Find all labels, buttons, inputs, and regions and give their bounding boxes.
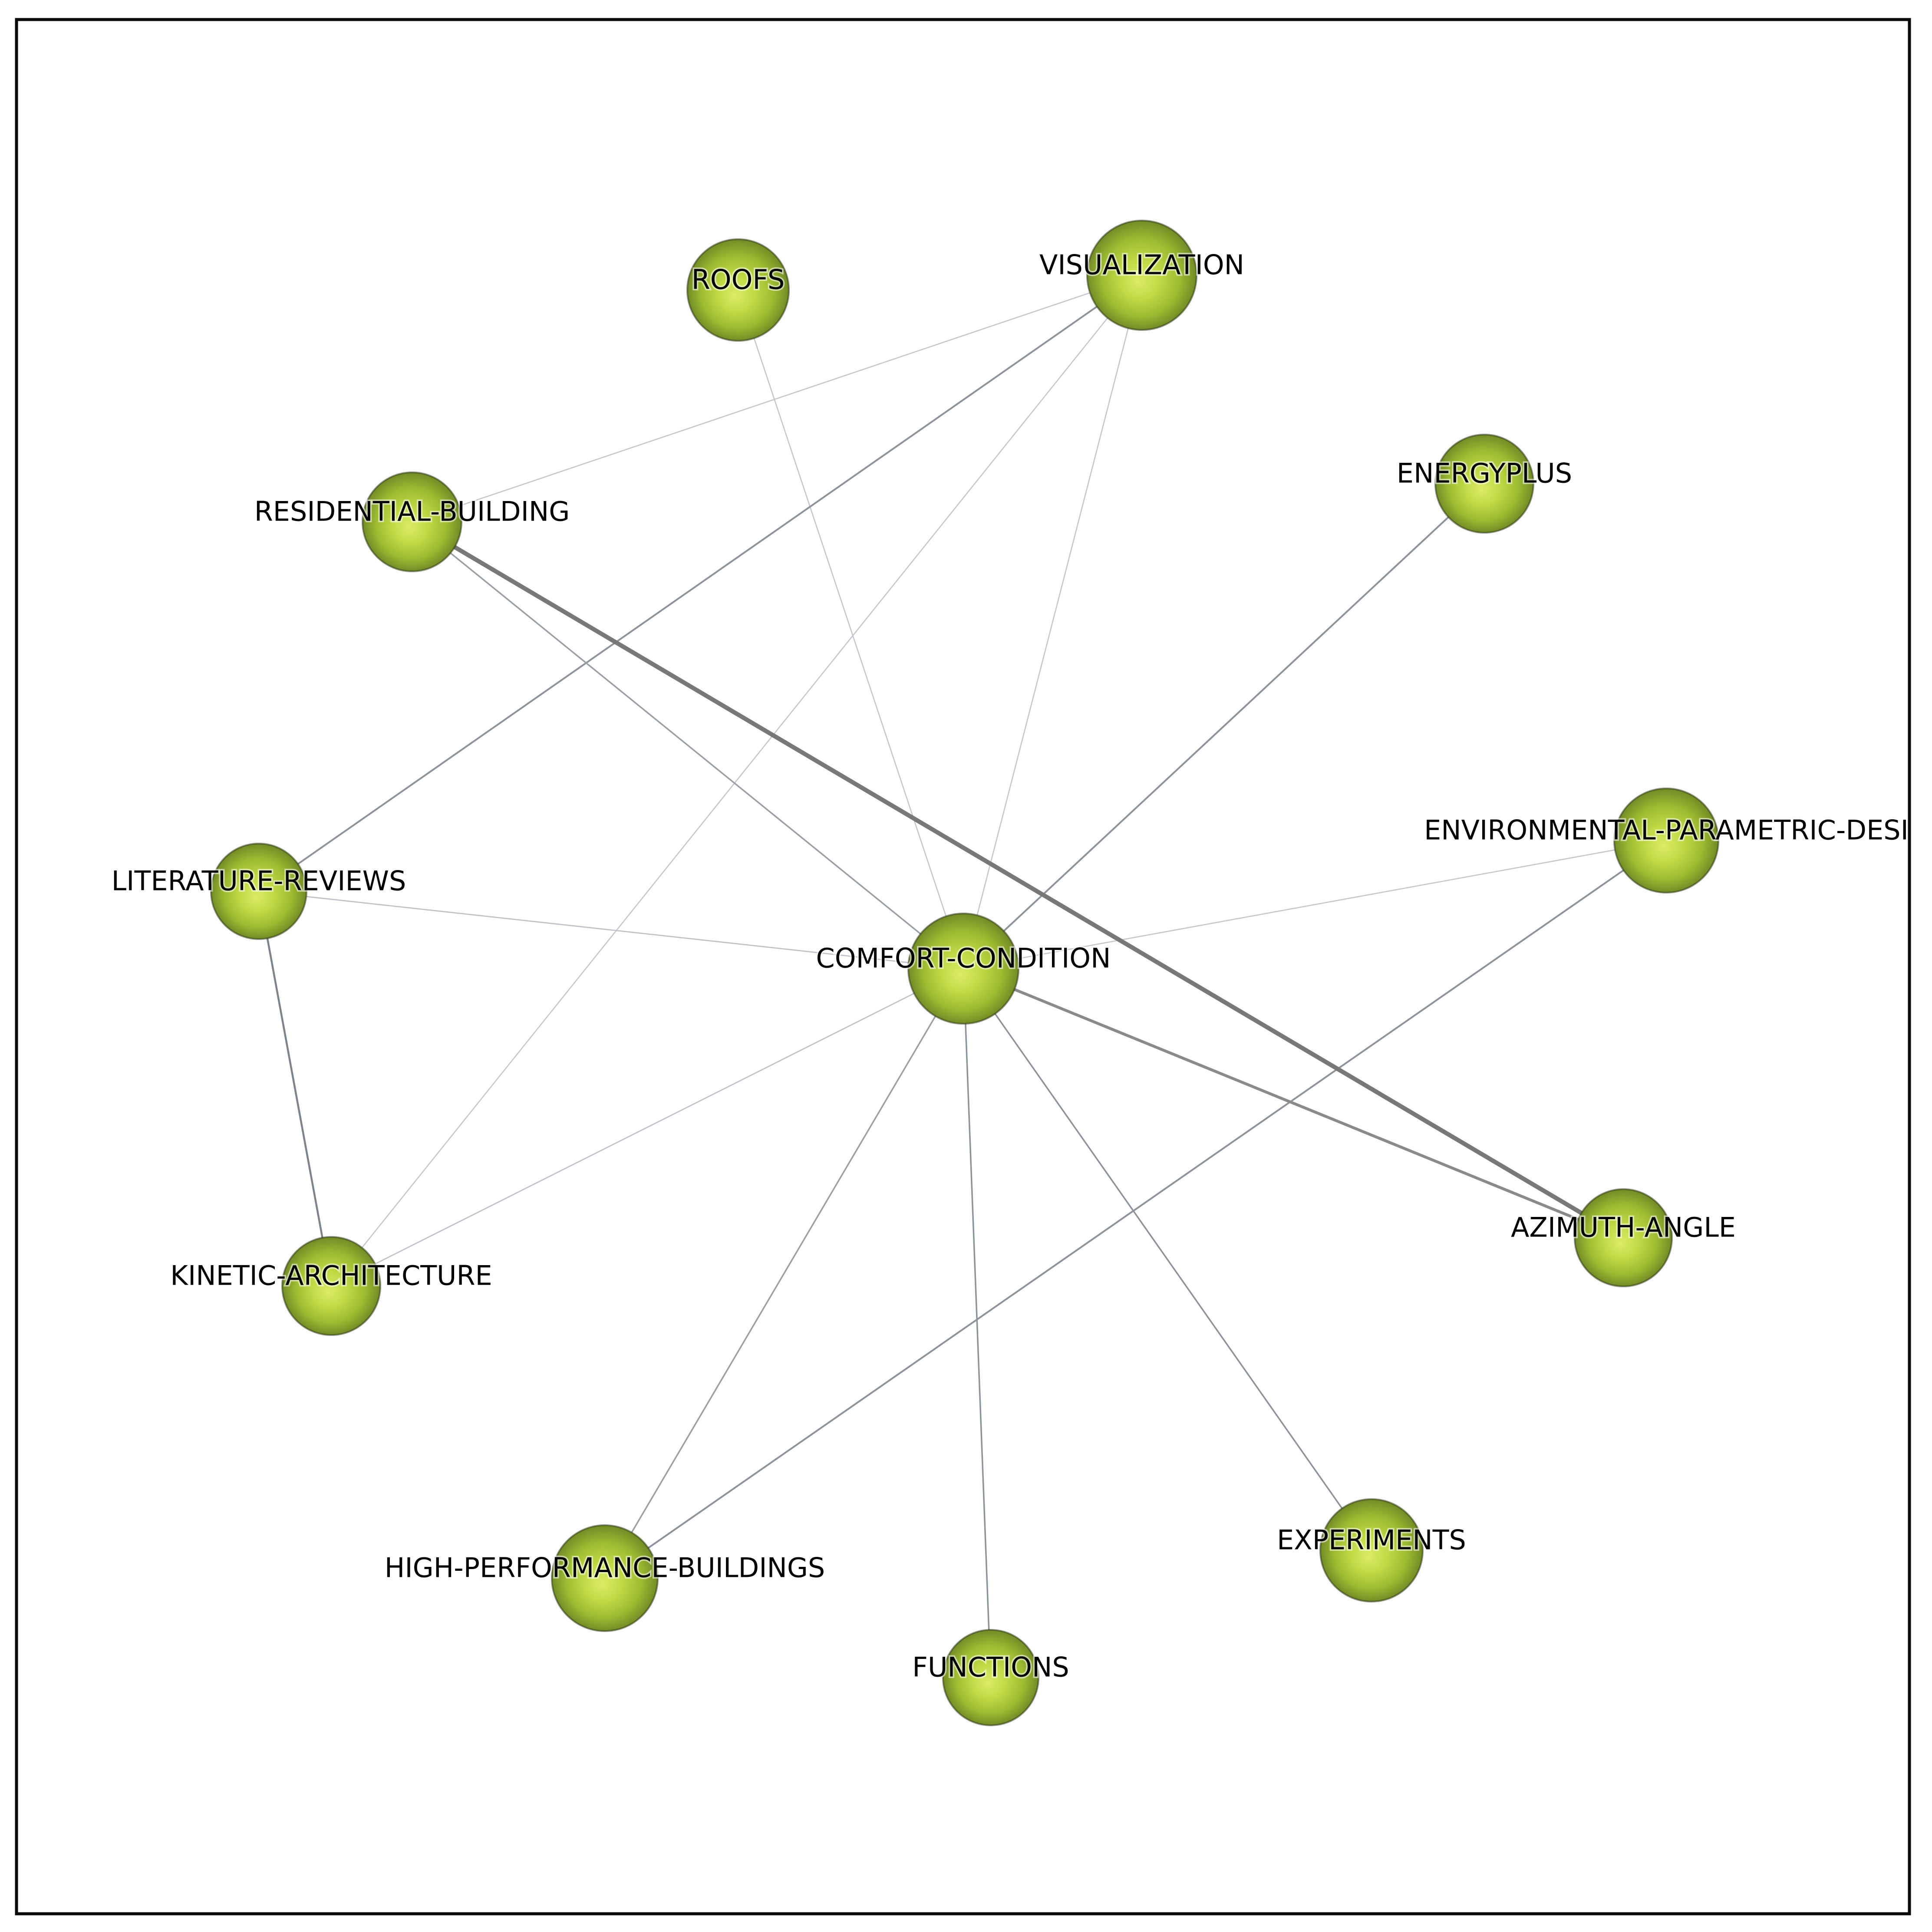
node-label-roofs: ROOFS <box>692 264 785 296</box>
node-circle-residential-building[interactable] <box>362 471 462 572</box>
edge-visualization-literature-reviews <box>258 274 1143 892</box>
edge-comfort-condition-literature-reviews <box>258 890 964 969</box>
node-circle-azimuth-angle[interactable] <box>1574 1188 1673 1287</box>
edge-comfort-condition-kinetic-architecture <box>330 968 964 1287</box>
edge-residential-building-comfort-condition <box>411 521 964 969</box>
node-circle-kinetic-architecture[interactable] <box>281 1236 381 1336</box>
node-circle-literature-reviews[interactable] <box>210 843 307 940</box>
graph-node-roofs[interactable] <box>686 238 790 342</box>
graph-node-energyplus[interactable] <box>1434 434 1534 534</box>
graph-node-experiments[interactable] <box>1319 1498 1424 1602</box>
graph-node-functions[interactable] <box>942 1629 1039 1726</box>
node-label-kinetic-architecture: KINETIC-ARCHITECTURE <box>170 1260 492 1292</box>
edge-literature-reviews-kinetic-architecture <box>257 890 333 1287</box>
node-circle-roofs[interactable] <box>686 238 790 342</box>
edge-visualization-residential-building <box>411 274 1143 523</box>
node-circle-high-performance-buildings[interactable] <box>551 1524 659 1632</box>
node-circle-functions[interactable] <box>942 1629 1039 1726</box>
node-circle-energyplus[interactable] <box>1434 434 1534 534</box>
graph-node-literature-reviews[interactable] <box>210 843 307 940</box>
node-label-residential-building: RESIDENTIAL-BUILDING <box>254 496 570 528</box>
node-circle-experiments[interactable] <box>1319 1498 1424 1602</box>
graph-node-azimuth-angle[interactable] <box>1574 1188 1673 1287</box>
node-circle-visualization[interactable] <box>1086 220 1197 331</box>
graph-node-residential-building[interactable] <box>362 471 462 572</box>
node-label-azimuth-angle: AZIMUTH-ANGLE <box>1511 1212 1736 1243</box>
graph-node-comfort-condition[interactable] <box>907 913 1019 1025</box>
node-label-environmental-parametric-design: ENVIRONMENTAL-PARAMETRIC-DESI <box>1424 814 1909 846</box>
edge-comfort-condition-azimuth-angle <box>962 967 1625 1240</box>
edge-comfort-condition-functions <box>963 968 992 1678</box>
node-circle-environmental-parametric-design[interactable] <box>1613 788 1719 893</box>
node-label-high-performance-buildings: HIGH-PERFORMANCE-BUILDINGS <box>385 1552 825 1584</box>
node-label-experiments: EXPERIMENTS <box>1277 1524 1466 1556</box>
graph-node-kinetic-architecture[interactable] <box>281 1236 381 1336</box>
edge-comfort-condition-environmental-parametric-design <box>963 840 1667 969</box>
edge-comfort-condition-high-performance-buildings <box>604 968 964 1579</box>
canvas-border <box>15 18 1911 1916</box>
node-label-comfort-condition: COMFORT-CONDITION <box>816 943 1111 974</box>
edge-roofs-comfort-condition <box>737 289 964 969</box>
edge-visualization-comfort-condition <box>963 274 1143 969</box>
node-label-energyplus: ENERGYPLUS <box>1397 458 1572 489</box>
node-label-functions: FUNCTIONS <box>912 1652 1069 1683</box>
edge-comfort-condition-experiments <box>963 968 1372 1551</box>
node-label-literature-reviews: LITERATURE-REVIEWS <box>112 865 406 897</box>
edge-environmental-parametric-design-high-performance-buildings <box>604 840 1667 1579</box>
edge-visualization-kinetic-architecture <box>330 274 1143 1287</box>
graph-content: ROOFS VISUALIZATION ENERGYPLUS RESIDENTIAL-… <box>110 220 1909 1726</box>
graph-node-high-performance-buildings[interactable] <box>551 1524 659 1632</box>
edge-energyplus-comfort-condition <box>963 483 1485 969</box>
graph-node-environmental-parametric-design[interactable] <box>1613 788 1719 893</box>
graph-node-visualization[interactable] <box>1086 220 1197 331</box>
node-circle-comfort-condition[interactable] <box>907 913 1019 1025</box>
edge-residential-building-azimuth-angle <box>410 520 1625 1240</box>
node-label-visualization: VISUALIZATION <box>1039 249 1244 281</box>
